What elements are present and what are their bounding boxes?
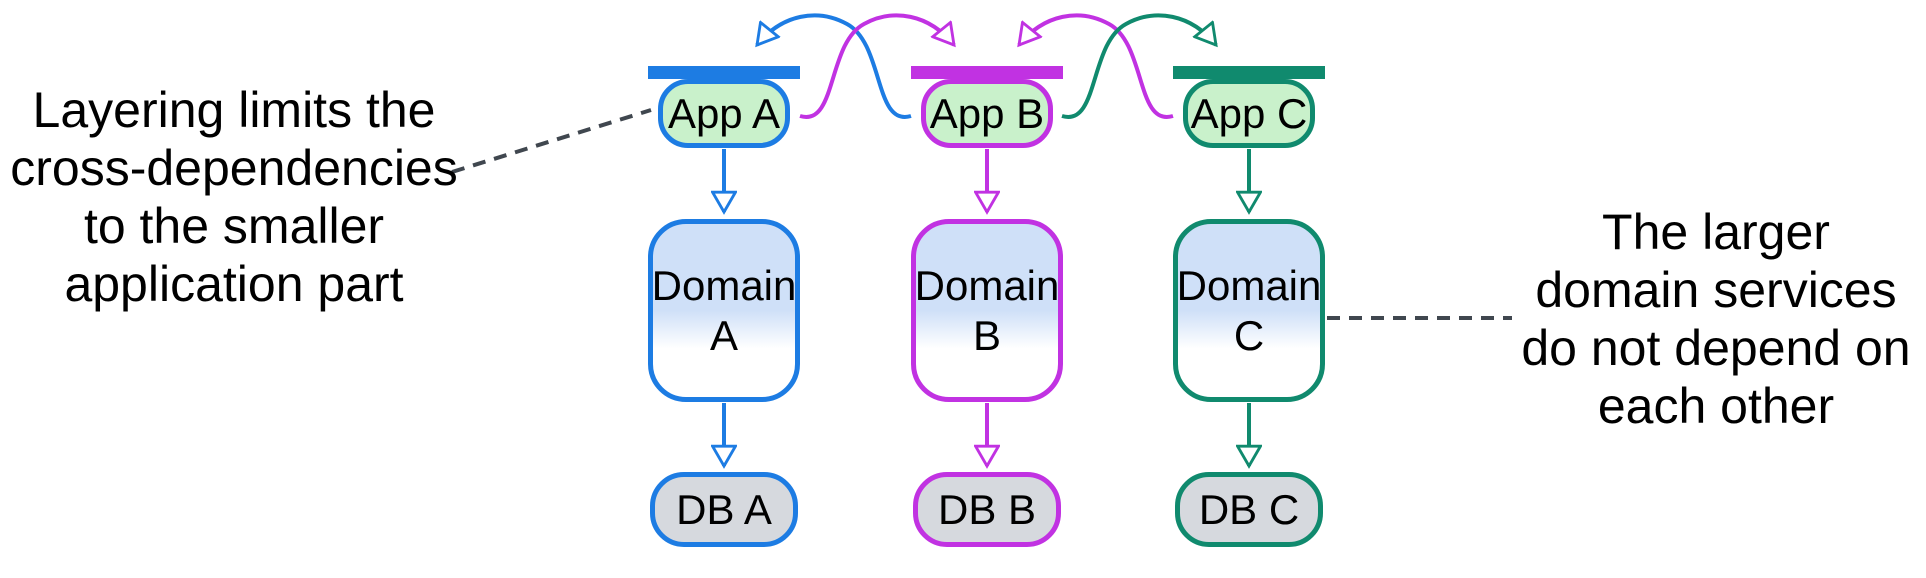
app-b-interface-bar	[911, 66, 1063, 79]
node-label: App B	[929, 89, 1045, 137]
node-label: App A	[667, 89, 781, 137]
note-line: Layering limits the	[32, 82, 436, 138]
node-label: Domain	[651, 261, 797, 309]
node-label: DB C	[1198, 485, 1300, 533]
node-label: Domain	[914, 261, 1060, 309]
app-c-interface-bar	[1173, 66, 1325, 79]
node-domain-c: Domain C	[1173, 219, 1325, 402]
node-domain-b: Domain B	[911, 219, 1063, 402]
node-label: C	[1233, 311, 1265, 359]
app-a-interface-bar	[648, 66, 800, 79]
node-app-c: App C	[1183, 79, 1315, 148]
node-db-a: DB A	[650, 472, 798, 547]
node-label: A	[709, 311, 738, 359]
note-line: domain services	[1535, 262, 1897, 318]
note-domain-independence: The larger domain services do not depend…	[1516, 203, 1916, 435]
node-label: B	[972, 311, 1001, 359]
node-label: App C	[1190, 89, 1308, 137]
note-line: do not depend on	[1521, 320, 1911, 376]
note-line: The larger	[1602, 204, 1830, 260]
node-app-a: App A	[658, 79, 790, 148]
callout-line-left	[451, 108, 652, 174]
node-app-b: App B	[921, 79, 1053, 148]
note-line: cross-dependencies	[10, 140, 458, 196]
node-label: DB B	[937, 485, 1037, 533]
note-line: each other	[1597, 378, 1835, 434]
node-label: Domain	[1176, 261, 1322, 309]
node-db-c: DB C	[1175, 472, 1323, 547]
node-domain-a: Domain A	[648, 219, 800, 402]
node-label: DB A	[676, 485, 772, 533]
note-line: application part	[64, 256, 404, 312]
node-db-b: DB B	[913, 472, 1061, 547]
note-line: to the smaller	[83, 198, 385, 254]
note-layering-limits: Layering limits the cross-dependencies t…	[4, 81, 464, 313]
